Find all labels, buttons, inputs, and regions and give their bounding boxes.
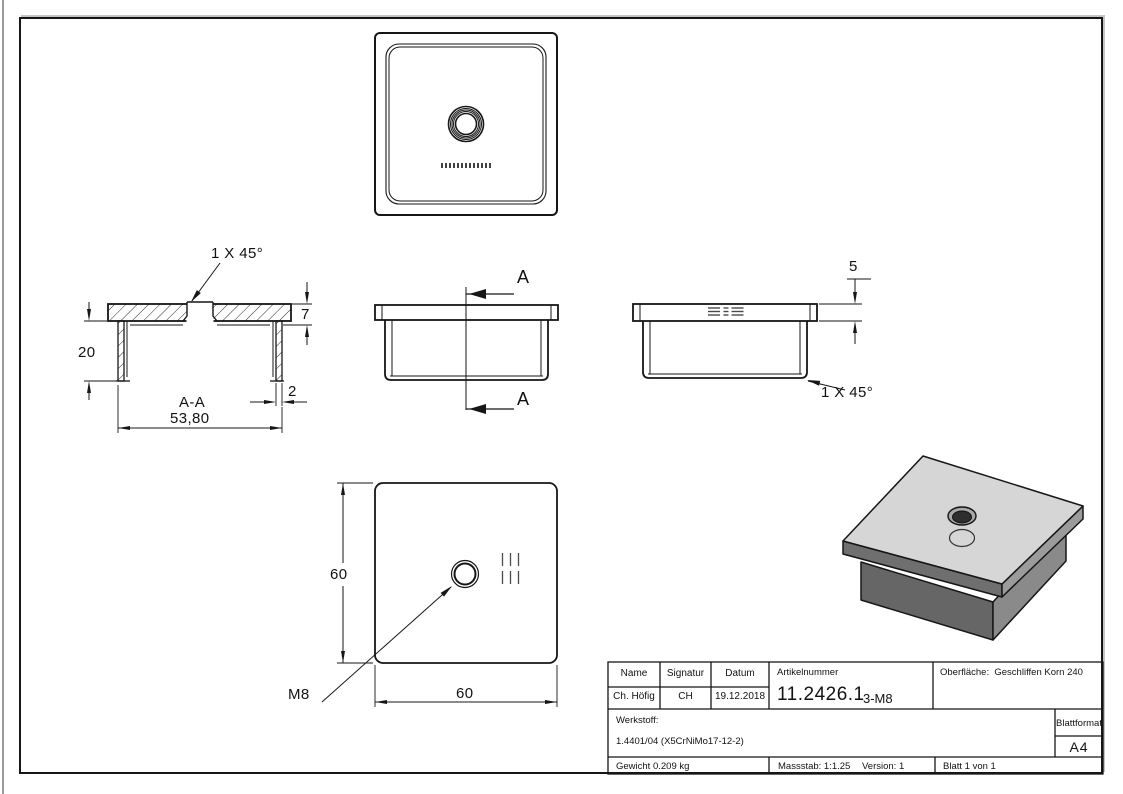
tb-name-header: Name bbox=[620, 668, 648, 679]
top-view bbox=[374, 32, 558, 216]
section-view bbox=[84, 262, 312, 433]
engraving-mark bbox=[441, 163, 491, 168]
tb-sheet-number: Blatt 1 von 1 bbox=[943, 761, 996, 772]
section-dim-20: 20 bbox=[78, 344, 96, 361]
side-dim-5: 5 bbox=[849, 258, 858, 275]
tb-material-label: Werkstoff: bbox=[616, 715, 659, 726]
tb-version: Version: 1 bbox=[862, 761, 905, 772]
tb-article-header: Artikelnummer bbox=[777, 667, 839, 678]
iso-view bbox=[842, 455, 1084, 641]
section-dim-7: 7 bbox=[301, 306, 310, 323]
section-dim-2: 2 bbox=[288, 383, 297, 400]
section-label: A-A bbox=[179, 394, 206, 411]
tb-surface: Oberfläche: Geschliffen Korn 240 bbox=[940, 667, 1083, 678]
tb-weight: Gewicht 0.209 kg bbox=[616, 761, 690, 772]
front-view bbox=[374, 287, 559, 414]
side-chamfer-note: 1 X 45° bbox=[821, 384, 874, 401]
bottom-dim-width: 60 bbox=[456, 685, 474, 702]
tb-signature-header: Signatur bbox=[666, 668, 705, 679]
page-edge bbox=[2, 0, 4, 794]
tb-material-value: 1.4401/04 (X5CrNiMo17-12-2) bbox=[616, 736, 744, 747]
tb-date-value: 19.12.2018 bbox=[714, 691, 766, 702]
tb-article-number: 11.2426.1 bbox=[777, 684, 865, 705]
tb-signature-value: CH bbox=[678, 691, 693, 702]
title-block-lines bbox=[607, 661, 1104, 775]
side-view bbox=[632, 278, 871, 391]
tb-scale: Massstab: 1:1.25 bbox=[778, 761, 851, 772]
tb-name-value: Ch. Höfig bbox=[613, 691, 655, 702]
bottom-thread-label: M8 bbox=[288, 686, 310, 703]
section-dim-width: 53,80 bbox=[170, 410, 210, 427]
tb-sheet-format-label: Blattformat bbox=[1056, 718, 1102, 729]
bottom-dim-height: 60 bbox=[329, 566, 349, 583]
drawing-border bbox=[19, 17, 1103, 774]
section-chamfer-note: 1 X 45° bbox=[211, 245, 264, 262]
tb-article-suffix: 3-M8 bbox=[863, 691, 893, 706]
tb-sheet-format-value: A4 bbox=[1069, 739, 1089, 755]
section-arrow-label-top: A bbox=[517, 267, 530, 287]
tb-date-header: Datum bbox=[725, 668, 755, 679]
section-arrow-label-bottom: A bbox=[517, 389, 530, 409]
bottom-view bbox=[321, 482, 558, 707]
